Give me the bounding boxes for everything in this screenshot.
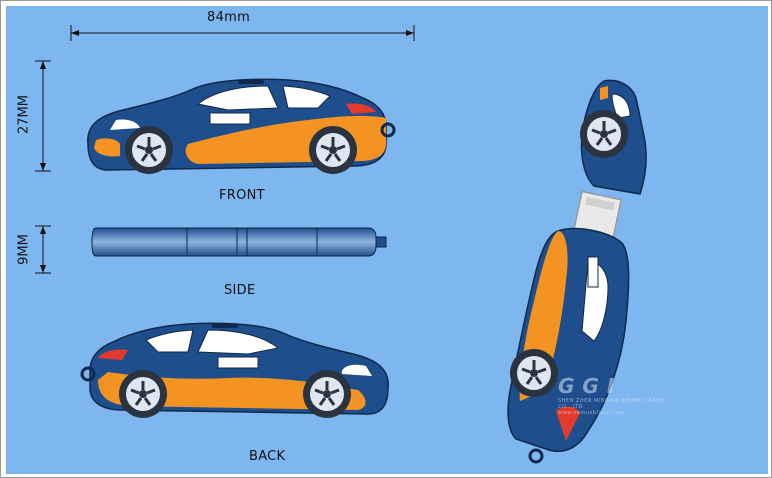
- back-view-label: BACK: [249, 449, 286, 464]
- side-view-label: SIDE: [224, 283, 256, 298]
- watermark-url: www.oemusbflash.com: [558, 410, 626, 416]
- height-dimension-arrow: [35, 60, 51, 172]
- watermark-logo: GGI SHEN ZHEN MINGXIN SHIWEI TRADE CO., …: [558, 374, 676, 416]
- usb-cap-piece: [580, 79, 647, 195]
- usb-body-piece: [507, 190, 630, 464]
- width-label: 84mm: [207, 10, 251, 25]
- car-side-view: [91, 227, 387, 257]
- thickness-dimension-arrow: [35, 225, 51, 274]
- car-front-view: [87, 78, 396, 174]
- front-view-label: FRONT: [219, 188, 265, 203]
- thickness-label: 9MM: [16, 234, 32, 265]
- watermark-logo-text: GGI: [558, 374, 623, 398]
- width-dimension-arrow: [70, 25, 415, 41]
- watermark-company-line: SHEN ZHEN MINGXIN SHIWEI TRADE CO., LTD: [558, 398, 665, 410]
- car-back-view: [80, 322, 389, 418]
- diagram-panel: 84mm 27MM 9MM: [6, 6, 768, 474]
